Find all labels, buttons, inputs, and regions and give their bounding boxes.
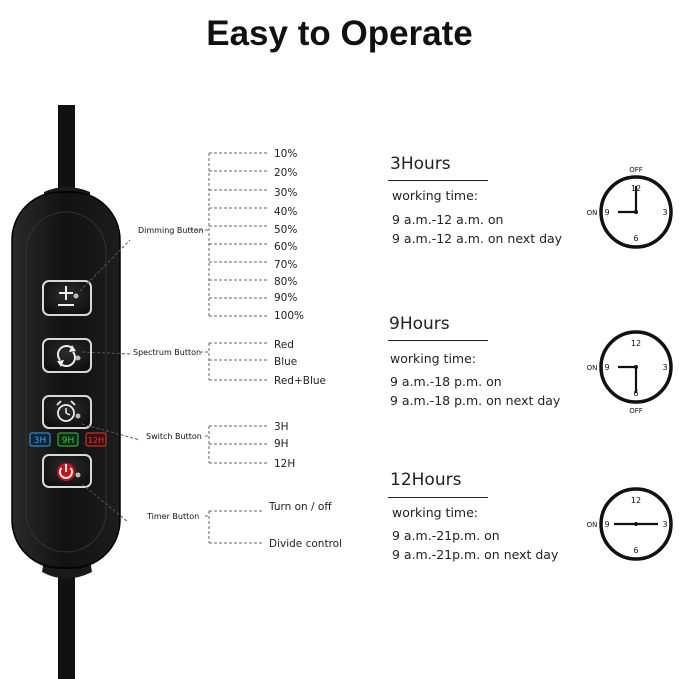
- dimming-level: 40%: [274, 206, 297, 218]
- schedule-9h-line1: 9 a.m.-18 p.m. on: [390, 374, 502, 389]
- switch-option: 3H: [274, 421, 289, 433]
- clock-number: 3: [662, 208, 667, 217]
- controller-body: [11, 191, 121, 569]
- spectrum-bracket: [200, 342, 268, 381]
- clock-number: 3: [662, 363, 667, 372]
- schedule-12h-underline: [388, 497, 488, 498]
- clock-number: 12: [631, 496, 641, 505]
- switch-bracket: [205, 425, 268, 464]
- schedule-12h-label: working time:: [392, 505, 479, 520]
- clock-off-label: OFF: [629, 407, 643, 415]
- clock-off-label: OFF: [629, 166, 643, 174]
- indicator-3h-label: 3H: [34, 436, 47, 446]
- dimming-level: 100%: [274, 310, 304, 322]
- schedule-9h-label: working time:: [390, 351, 477, 366]
- dimming-bracket: [190, 152, 268, 317]
- dimming-button[interactable]: [42, 280, 92, 316]
- schedule-9h-underline: [388, 340, 488, 341]
- spectrum-option: Blue: [274, 356, 297, 368]
- timer-bracket: [205, 510, 264, 544]
- schedule-9h-heading: 9Hours: [389, 314, 450, 334]
- dimming-level: 70%: [274, 259, 297, 271]
- dimming-level: 10%: [274, 148, 297, 160]
- spectrum-option: Red: [274, 339, 294, 351]
- dimming-level: 90%: [274, 292, 297, 304]
- schedule-12h-line2: 9 a.m.-21p.m. on next day: [392, 547, 559, 562]
- dimming-button-label: Dimming Button: [138, 226, 204, 235]
- switch-option: 12H: [274, 458, 295, 470]
- schedule-12h-heading: 12Hours: [390, 470, 462, 490]
- indicator-9h-label: 9H: [62, 436, 75, 446]
- switch-button[interactable]: [42, 395, 92, 429]
- indicator-12h-label: 12H: [88, 436, 104, 445]
- clock-number: 6: [633, 389, 638, 398]
- dimming-level: 30%: [274, 187, 297, 199]
- leader-lines: [79, 239, 141, 523]
- page-title: Easy to Operate: [206, 14, 473, 53]
- clock-on-label: ON: [587, 209, 598, 217]
- clock-12h: 12 3 6 9 ON: [587, 487, 673, 561]
- cable-top: [58, 105, 75, 195]
- schedule-3h-line2: 9 a.m.-12 a.m. on next day: [392, 231, 563, 246]
- clock-number: 9: [604, 208, 609, 217]
- dimming-level: 60%: [274, 241, 297, 253]
- clock-number: 6: [633, 234, 638, 243]
- switch-option: 9H: [274, 438, 289, 450]
- clock-number: 12: [631, 339, 641, 348]
- power-icon: [57, 463, 81, 481]
- indicator-12h: 12H: [85, 432, 107, 447]
- schedule-12h-line1: 9 a.m.-21p.m. on: [392, 528, 500, 543]
- clock-number: 3: [662, 520, 667, 529]
- timer-option: Turn on / off: [268, 501, 332, 513]
- schedule-3h-label: working time:: [392, 188, 479, 203]
- timer-button-label: Timer Button: [146, 512, 199, 521]
- schedule-3h-line1: 9 a.m.-12 a.m. on: [392, 212, 504, 227]
- dimming-level: 20%: [274, 167, 297, 179]
- spectrum-option: Red+Blue: [274, 375, 326, 387]
- dimming-level: 80%: [274, 276, 297, 288]
- switch-button-label: Switch Button: [146, 432, 202, 441]
- dimming-level: 50%: [274, 224, 297, 236]
- clock-number: 9: [604, 520, 609, 529]
- spectrum-button-label: Spectrum Button: [133, 348, 201, 357]
- clock-on-label: ON: [587, 364, 598, 372]
- spectrum-button[interactable]: [42, 338, 92, 373]
- controller-bezel: [25, 211, 107, 553]
- clock-9h: 12 3 6 9 ON OFF: [587, 330, 673, 415]
- indicator-3h: 3H: [29, 432, 51, 447]
- schedule-3h-underline: [388, 180, 488, 181]
- timer-button[interactable]: [42, 454, 92, 488]
- schedule-9h-line2: 9 a.m.-18 p.m. on next day: [390, 393, 561, 408]
- plus-minus-icon: [58, 286, 79, 306]
- clock-number: 6: [633, 546, 638, 555]
- clock-on-label: ON: [587, 521, 598, 529]
- clock-3h: 12 3 6 9 OFF ON: [587, 166, 673, 249]
- timer-option: Divide control: [269, 538, 342, 550]
- dimming-levels: 10% 20% 30% 40% 50% 60% 70% 80% 90% 100%: [274, 148, 304, 322]
- indicator-9h: 9H: [57, 432, 79, 447]
- schedule-3h-heading: 3Hours: [390, 154, 451, 174]
- cycle-icon: [57, 345, 81, 367]
- clock-number: 9: [604, 363, 609, 372]
- alarm-clock-icon: [56, 400, 81, 422]
- cable-bottom: [58, 570, 75, 679]
